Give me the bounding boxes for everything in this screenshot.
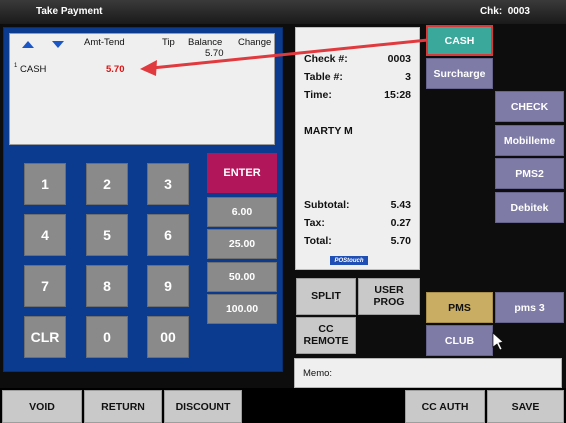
check-indicator: Chk: 0003: [479, 6, 530, 17]
key-8[interactable]: 8: [86, 265, 128, 307]
scroll-down-icon[interactable]: [52, 41, 64, 48]
row-index: 1: [14, 63, 18, 69]
mobilleme-tender-button[interactable]: Mobilleme: [495, 125, 564, 156]
key-1[interactable]: 1: [24, 163, 66, 205]
balance-value: 5.70: [205, 48, 224, 59]
club-tender-button[interactable]: CLUB: [426, 325, 493, 356]
cc-auth-button[interactable]: CC AUTH: [405, 390, 485, 423]
col-tip: Tip: [162, 37, 175, 48]
memo-field[interactable]: Memo:: [294, 358, 562, 388]
key-4[interactable]: 4: [24, 214, 66, 256]
receipt-time-row: Time:15:28: [304, 89, 411, 101]
quick-amount-6[interactable]: 6.00: [207, 197, 277, 227]
key-5[interactable]: 5: [86, 214, 128, 256]
discount-button[interactable]: DISCOUNT: [164, 390, 242, 423]
receipt-total-row: Total:5.70: [304, 235, 411, 247]
quick-amount-50[interactable]: 50.00: [207, 262, 277, 292]
void-button[interactable]: VOID: [2, 390, 82, 423]
quick-amount-25[interactable]: 25.00: [207, 229, 277, 259]
enter-button[interactable]: ENTER: [207, 153, 277, 193]
col-change: Change: [238, 37, 272, 48]
check-tender-button[interactable]: CHECK: [495, 91, 564, 122]
return-button[interactable]: RETURN: [84, 390, 162, 423]
cc-remote-button[interactable]: CC REMOTE: [296, 317, 356, 354]
col-amt-tend: Amt-Tend: [84, 37, 125, 48]
key-3[interactable]: 3: [147, 163, 189, 205]
col-balance: Balance: [188, 37, 223, 48]
row-tender-name: CASH: [20, 64, 47, 75]
receipt-subtotal-row: Subtotal:5.43: [304, 199, 411, 211]
title-bar: Take Payment Chk: 0003: [0, 0, 566, 24]
receipt-panel: Check #:0003 Table #:3 Time:15:28 MARTY …: [295, 27, 420, 270]
key-clear[interactable]: CLR: [24, 316, 66, 358]
debitek-tender-button[interactable]: Debitek: [495, 192, 564, 223]
quick-amount-100[interactable]: 100.00: [207, 294, 277, 324]
memo-label: Memo:: [303, 368, 333, 379]
key-0[interactable]: 0: [86, 316, 128, 358]
receipt-tax-row: Tax:0.27: [304, 217, 411, 229]
save-button[interactable]: SAVE: [487, 390, 564, 423]
pms2-tender-button[interactable]: PMS2: [495, 158, 564, 189]
tender-grid: Amt-Tend Tip Balance Change 5.70 1 CASH …: [9, 33, 275, 145]
window-title: Take Payment: [36, 6, 103, 17]
postouch-logo: POStouch: [330, 256, 368, 265]
pms-tender-button[interactable]: PMS: [426, 292, 493, 323]
receipt-check-row: Check #:0003: [304, 53, 411, 65]
user-prog-button[interactable]: USER PROG: [358, 278, 420, 315]
surcharge-button[interactable]: Surcharge: [426, 58, 493, 89]
pms3-tender-button[interactable]: pms 3: [495, 292, 564, 323]
receipt-server: MARTY M: [304, 125, 353, 137]
row-amount: 5.70: [106, 64, 125, 75]
key-9[interactable]: 9: [147, 265, 189, 307]
tender-row[interactable]: 1 CASH 5.70: [10, 63, 274, 77]
key-7[interactable]: 7: [24, 265, 66, 307]
receipt-table-row: Table #:3: [304, 71, 411, 83]
key-6[interactable]: 6: [147, 214, 189, 256]
cash-tender-button[interactable]: CASH: [426, 25, 493, 56]
key-00[interactable]: 00: [147, 316, 189, 358]
key-2[interactable]: 2: [86, 163, 128, 205]
scroll-up-icon[interactable]: [22, 41, 34, 48]
split-button[interactable]: SPLIT: [296, 278, 356, 315]
